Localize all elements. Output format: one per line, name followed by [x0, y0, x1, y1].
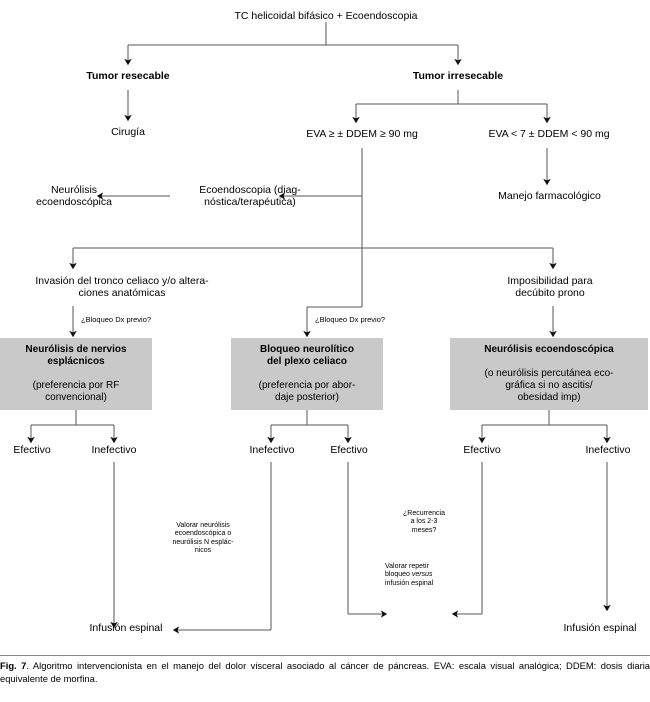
annotation-recurrencia: ¿Recurrencia a los 2-3 meses?	[402, 510, 445, 534]
box-subtitle: (preferencia por abor- daje posterior)	[258, 380, 356, 404]
outcome-col2-inefectivo: Inefectivo	[249, 444, 295, 456]
annotation-valorar-neurolisis: Valorar neurólisis ecoendoscópica o neur…	[172, 522, 234, 554]
outcome-col2-efectivo: Efectivo	[330, 444, 368, 456]
caption-divider	[0, 655, 650, 656]
outcome-col1-efectivo: Efectivo	[13, 444, 51, 456]
node-tumor-irresecable: Tumor irresecable	[412, 70, 504, 82]
outcome-col3-inefectivo: Inefectivo	[585, 444, 631, 456]
node-ecoendoscopia: Ecoendoscopia (diag- nóstica/terapéutica…	[199, 184, 301, 209]
annot-line-b: infusión espinal	[385, 579, 434, 587]
node-invasion-tronco-celiaco: Invasión del tronco celiaco y/o altera- …	[35, 275, 209, 300]
node-eva-bajo: EVA < 7 ± DDEM < 90 mg	[488, 128, 610, 140]
box-subtitle: (preferencia por RF convencional)	[32, 380, 120, 404]
box-bloqueo-neurolitico-plexo-celiaco[interactable]: Bloqueo neurolítico del plexo celiaco (p…	[231, 338, 383, 410]
box-subtitle: (o neurólisis percutánea eco- gráfica si…	[484, 367, 614, 404]
node-manejo-farmacologico: Manejo farmacológico	[498, 190, 601, 202]
label-bloqueo-dx-previo-2: ¿Bloqueo Dx previo?	[315, 315, 386, 324]
figure-label: Fig. 7	[0, 660, 27, 671]
figure-caption-text: . Algoritmo intervencionista en el manej…	[0, 660, 650, 684]
box-title: Neurólisis ecoendoscópica	[484, 343, 614, 355]
node-tumor-resecable: Tumor resecable	[86, 70, 170, 82]
flowchart-diagram: TC helicoidal bifásico + Ecoendoscopia T…	[0, 10, 648, 634]
label-bloqueo-dx-previo-1: ¿Bloqueo Dx previo?	[81, 315, 152, 324]
node-neurolisis-ecoendoscopica-left: Neurólisis ecoendoscópica	[36, 184, 112, 209]
figure-caption: Fig. 7. Algoritmo intervencionista en el…	[0, 660, 650, 685]
box-neurolisis-ecoendoscopica[interactable]: Neurólisis ecoendoscópica (o neurólisis …	[450, 338, 648, 410]
node-imposibilidad-decubito: Imposibilidad para decúbito prono	[507, 275, 593, 300]
node-cirugia: Cirugía	[111, 126, 145, 138]
annotation-valorar-repetir-bloqueo: Valorar repetir bloqueo versus infusión …	[385, 563, 477, 588]
annot-line-a: Valorar repetir bloqueo	[385, 563, 429, 579]
box-neurolisis-nervios-esplacnicos[interactable]: Neurólisis de nervios esplácnicos (prefe…	[0, 338, 152, 410]
terminal-infusion-espinal-right: Infusión espinal	[563, 622, 637, 634]
outcome-col1-inefectivo: Inefectivo	[91, 444, 137, 456]
box-title: Bloqueo neurolítico del plexo celiaco	[260, 343, 354, 367]
node-root: TC helicoidal bifásico + Ecoendoscopia	[234, 10, 418, 22]
terminal-infusion-espinal-left: Infusión espinal	[89, 622, 163, 634]
annot-italic-versus: versus	[411, 571, 433, 579]
outcome-col3-efectivo: Efectivo	[463, 444, 501, 456]
node-eva-alto: EVA ≥ ± DDEM ≥ 90 mg	[306, 128, 418, 140]
box-title: Neurólisis de nervios esplácnicos	[25, 343, 127, 367]
connector-lines	[27, 22, 611, 634]
